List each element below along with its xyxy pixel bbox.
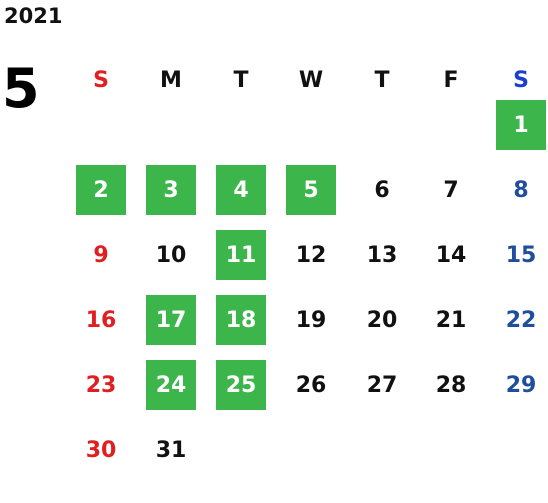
holiday-day-cell[interactable]: 3 [146, 165, 196, 215]
holiday-day-cell[interactable]: 24 [146, 360, 196, 410]
day-cell[interactable]: 30 [85, 437, 117, 463]
day-cell[interactable]: 19 [295, 307, 327, 333]
day-cell[interactable]: 15 [505, 242, 537, 268]
holiday-day-cell[interactable]: 11 [216, 230, 266, 280]
holiday-day-cell[interactable]: 17 [146, 295, 196, 345]
week-row: 30 31 [67, 425, 547, 490]
day-cell[interactable]: 7 [443, 177, 459, 203]
holiday-day-cell[interactable]: 25 [216, 360, 266, 410]
holiday-day-cell[interactable]: 4 [216, 165, 266, 215]
weekday-label: S [93, 67, 109, 93]
day-cell[interactable]: 13 [366, 242, 398, 268]
day-cell[interactable]: 10 [155, 242, 187, 268]
weekday-label: W [298, 67, 324, 93]
holiday-day-cell[interactable]: 18 [216, 295, 266, 345]
day-cell[interactable]: 8 [513, 177, 529, 203]
holiday-day-cell[interactable]: 1 [496, 100, 546, 150]
day-cell[interactable]: 21 [435, 307, 467, 333]
day-cell[interactable]: 29 [505, 372, 537, 398]
day-cell[interactable]: 12 [295, 242, 327, 268]
day-cell[interactable]: 9 [93, 242, 109, 268]
weekday-label: S [513, 67, 529, 93]
weekday-label: T [233, 67, 249, 93]
day-cell[interactable]: 20 [366, 307, 398, 333]
weekday-label: M [160, 67, 182, 93]
month-number: 5 [2, 57, 40, 120]
week-row: 16 17 18 19 20 21 22 [67, 295, 547, 360]
day-cell[interactable]: 27 [366, 372, 398, 398]
weekday-label: T [374, 67, 390, 93]
week-row: 1 [67, 100, 547, 165]
day-cell[interactable]: 14 [435, 242, 467, 268]
day-cell[interactable]: 22 [505, 307, 537, 333]
day-cell[interactable]: 26 [295, 372, 327, 398]
day-cell[interactable]: 6 [374, 177, 390, 203]
day-cell[interactable]: 31 [155, 437, 187, 463]
week-row: 9 10 11 12 13 14 15 [67, 230, 547, 295]
day-cell[interactable]: 23 [85, 372, 117, 398]
holiday-day-cell[interactable]: 5 [286, 165, 336, 215]
day-cell[interactable]: 16 [85, 307, 117, 333]
holiday-day-cell[interactable]: 2 [76, 165, 126, 215]
year-label: 2021 [4, 4, 63, 28]
weekday-label: F [443, 67, 459, 93]
day-cell[interactable]: 28 [435, 372, 467, 398]
week-row: 23 24 25 26 27 28 29 [67, 360, 547, 425]
